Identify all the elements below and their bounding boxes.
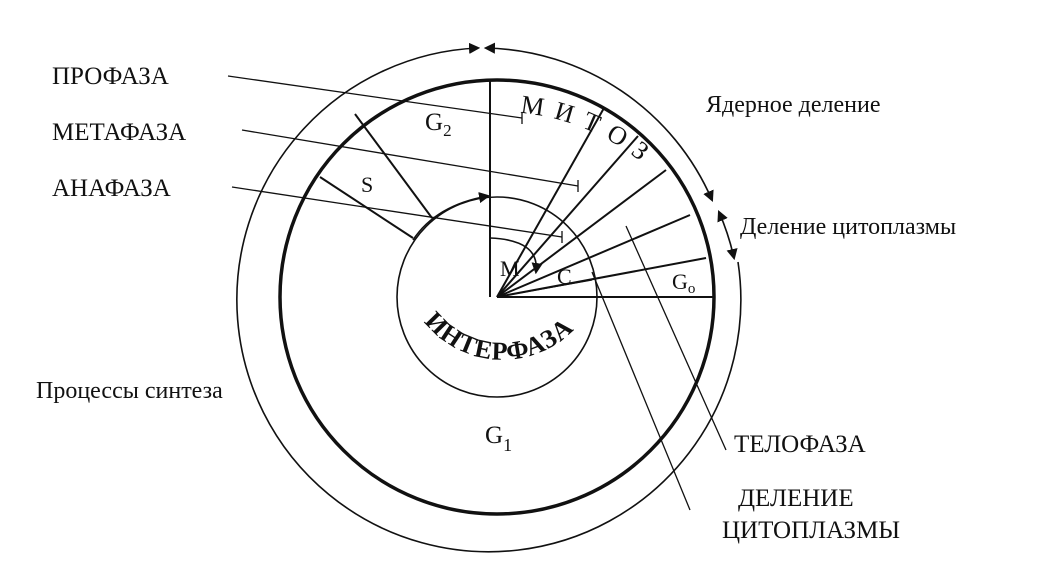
anaphase-label: АНАФАЗА — [52, 175, 171, 202]
synthesis-label: Процессы синтеза — [36, 378, 223, 404]
interphase-arrow — [412, 192, 491, 241]
leader-ticks — [521, 112, 579, 243]
s-label: S — [361, 172, 373, 197]
interphase-label: ИНТЕРФАЗА — [419, 306, 579, 366]
cytoplasm-arc — [717, 209, 738, 261]
synthesis-arc — [236, 42, 742, 553]
metaphase-label: МЕТАФАЗА — [52, 119, 186, 146]
cytoplasm-division-label: Деление цитоплазмы — [740, 214, 956, 240]
cytoplasm-division-caption-line1: ДЕЛЕНИЕ — [738, 485, 854, 512]
cytoplasm-division-caption-line2: ЦИТОПЛАЗМЫ — [722, 517, 900, 544]
m-phase-arrow — [489, 237, 543, 275]
m-label: M — [500, 256, 520, 281]
mitosis-arc — [483, 42, 714, 203]
g0-label: Go — [672, 269, 695, 297]
c-phase-line — [496, 279, 593, 298]
g1-label: G1 — [485, 422, 512, 455]
telophase-label: ТЕЛОФАЗА — [734, 431, 866, 458]
nuclear-division-label: Ядерное деление — [706, 92, 881, 118]
leader-lines — [227, 75, 727, 511]
c-label: C — [557, 264, 572, 289]
g2-label: G2 — [425, 109, 452, 140]
prophase-label: ПРОФАЗА — [52, 63, 169, 90]
